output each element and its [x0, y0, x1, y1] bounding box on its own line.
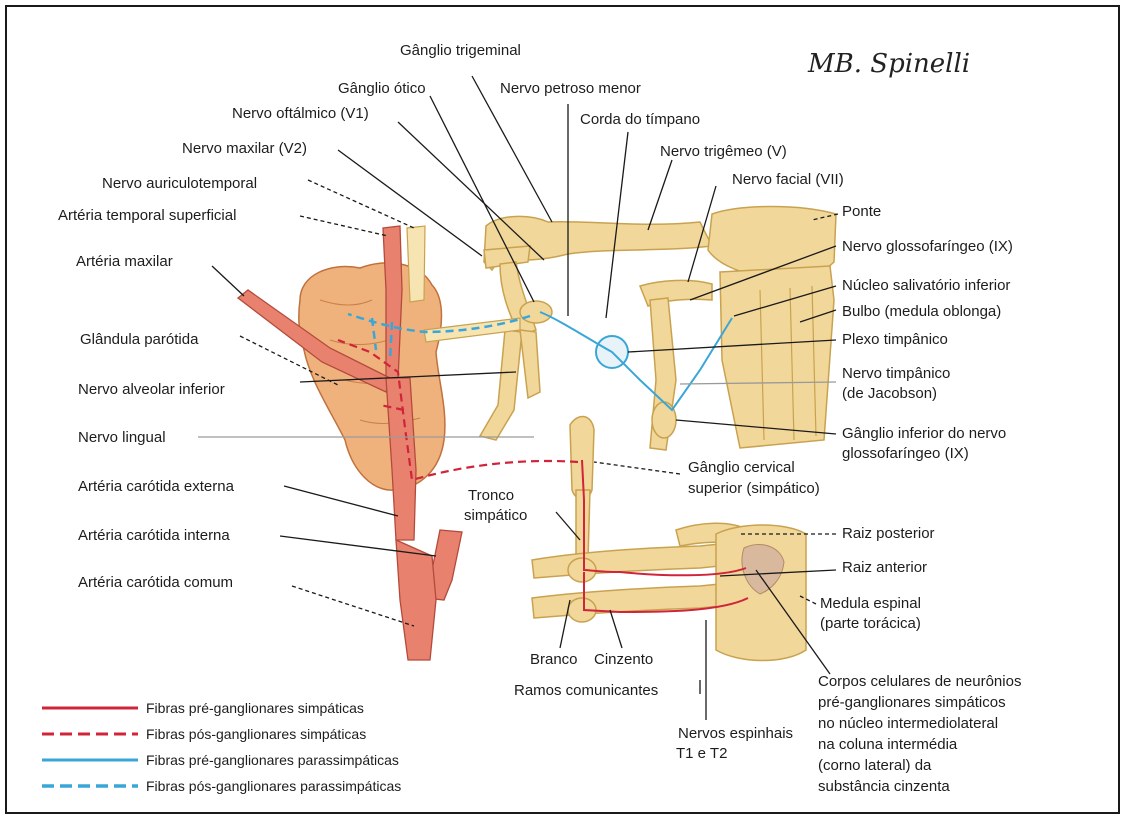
label-nervos-espinhais-1: Nervos espinhais: [678, 725, 793, 742]
label-corpos-2: pré-ganglionares simpáticos: [818, 694, 1006, 711]
label-arteria-carotida-externa: Artéria carótida externa: [78, 478, 235, 495]
label-corpos-6: substância cinzenta: [818, 778, 950, 795]
label-nervo-timpanico-2: (de Jacobson): [842, 385, 937, 402]
label-ganglio-inferior-1: Gânglio inferior do nervo: [842, 425, 1006, 442]
label-arteria-temporal: Artéria temporal superficial: [58, 207, 236, 224]
label-corda-timpano: Corda do tímpano: [580, 111, 700, 128]
label-ganglio-trigeminal: Gânglio trigeminal: [400, 42, 521, 59]
label-ponte: Ponte: [842, 203, 881, 220]
label-raiz-posterior: Raiz posterior: [842, 525, 935, 542]
label-corpos-5: (corno lateral) da: [818, 757, 932, 774]
label-medula-espinal-2: (parte torácica): [820, 615, 921, 632]
label-bulbo: Bulbo (medula oblonga): [842, 303, 1001, 320]
auriculotemporal-nerve-shape: [407, 226, 425, 302]
label-nervo-trigemeo: Nervo trigêmeo (V): [660, 143, 787, 160]
label-arteria-maxilar: Artéria maxilar: [76, 253, 173, 270]
signature: MB. Spinelli: [807, 49, 970, 79]
label-ganglio-inferior-2: glossofaríngeo (IX): [842, 445, 969, 462]
label-nervo-lingual: Nervo lingual: [78, 429, 166, 446]
label-nervo-maxilar: Nervo maxilar (V2): [182, 140, 307, 157]
label-nervo-facial: Nervo facial (VII): [732, 171, 844, 188]
legend-label-sym-pre: Fibras pré-ganglionares simpáticas: [146, 700, 364, 716]
label-arteria-carotida-interna: Artéria carótida interna: [78, 527, 230, 544]
label-nervo-auriculotemporal: Nervo auriculotemporal: [102, 175, 257, 192]
superficial-temporal-artery-shape: [383, 226, 402, 380]
label-tronco-simpatico-1: Tronco: [468, 487, 514, 504]
label-ganglio-cervical-2: superior (simpático): [688, 480, 820, 497]
label-corpos-3: no núcleo intermediolateral: [818, 715, 998, 732]
label-arteria-carotida-comum: Artéria carótida comum: [78, 574, 233, 591]
legend-label-para-post: Fibras pós-ganglionares parassimpáticas: [146, 778, 401, 794]
label-raiz-anterior: Raiz anterior: [842, 559, 927, 576]
label-tronco-simpatico-2: simpático: [464, 507, 527, 524]
label-nervo-petroso-menor: Nervo petroso menor: [500, 80, 641, 97]
legend-label-para-pre: Fibras pré-ganglionares parassimpáticas: [146, 752, 399, 768]
label-nervo-timpanico-1: Nervo timpânico: [842, 365, 950, 382]
label-nervo-oftalmico: Nervo oftálmico (V1): [232, 105, 369, 122]
label-medula-espinal-1: Medula espinal: [820, 595, 921, 612]
label-corpos-1: Corpos celulares de neurônios: [818, 673, 1021, 690]
label-branco: Branco: [530, 651, 578, 668]
label-ramos-comunicantes: Ramos comunicantes: [514, 682, 658, 699]
label-corpos-4: na coluna intermédia: [818, 736, 958, 753]
superior-cervical-ganglion-shape: [570, 416, 594, 499]
inferior-glossopharyngeal-ganglion-shape: [652, 402, 676, 438]
medulla-shape: [720, 266, 834, 448]
legend-label-sym-post: Fibras pós-ganglionares simpáticas: [146, 726, 366, 742]
label-glandula-parotida: Glândula parótida: [80, 331, 199, 348]
label-cinzento: Cinzento: [594, 651, 653, 668]
label-plexo-timpanico: Plexo timpânico: [842, 331, 948, 348]
label-nervos-espinhais-2: T1 e T2: [676, 745, 727, 762]
otic-ganglion-shape: [520, 301, 552, 323]
label-nervo-alveolar: Nervo alveolar inferior: [78, 381, 225, 398]
label-ganglio-otico: Gânglio ótico: [338, 80, 426, 97]
label-ganglio-cervical-1: Gânglio cervical: [688, 459, 795, 476]
label-nervo-glossofaringeo: Nervo glossofaríngeo (IX): [842, 238, 1013, 255]
label-nucleo-salivatorio: Núcleo salivatório inferior: [842, 277, 1010, 294]
